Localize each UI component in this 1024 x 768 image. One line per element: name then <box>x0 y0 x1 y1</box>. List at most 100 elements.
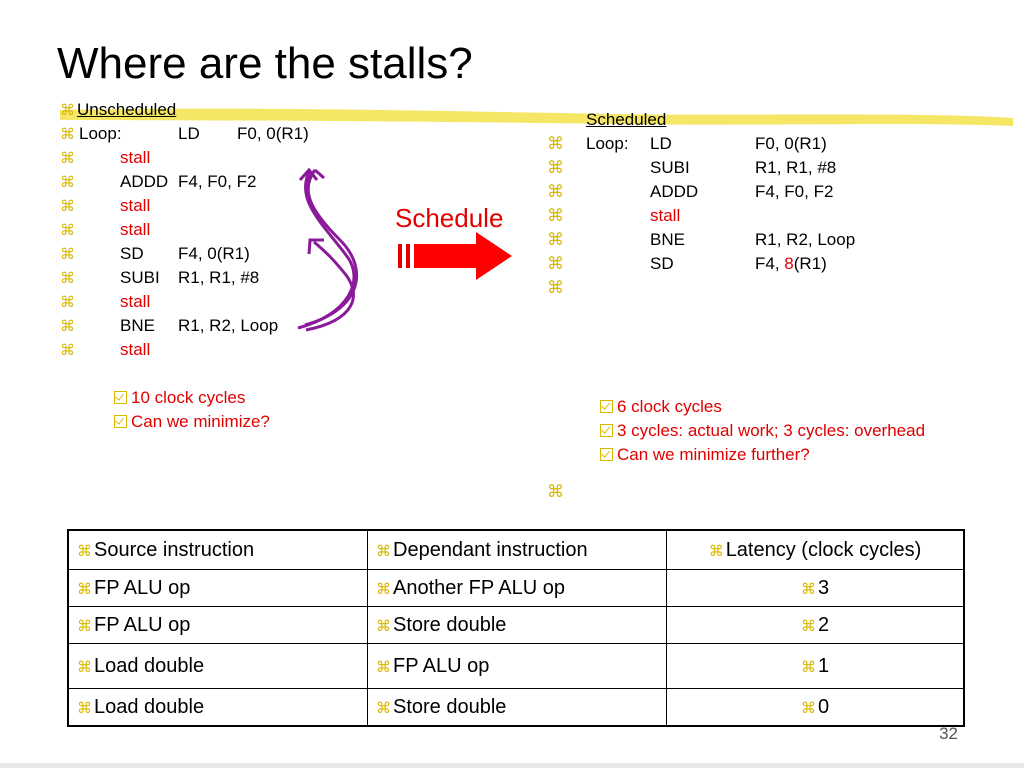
code-line: ⌘ <box>60 122 77 147</box>
code-op: SD <box>650 254 674 273</box>
dependency-arrow-2 <box>285 230 365 340</box>
bullet-icon: ⌘ <box>77 699 92 717</box>
table-row: ⌘Load double⌘Store double⌘0 <box>67 688 965 727</box>
footer-bar <box>0 763 1024 768</box>
note-line: 3 cycles: actual work; 3 cycles: overhea… <box>600 419 925 443</box>
yellow-highlight-stroke <box>60 108 1013 126</box>
cell-text: 1 <box>817 654 830 677</box>
code-line: ⌘ <box>60 194 77 219</box>
note-line: 6 clock cycles <box>600 395 722 419</box>
cell-text: Another FP ALU op <box>393 576 565 599</box>
code-args: R1, R1, #8 <box>178 268 260 287</box>
table-header-row: ⌘Source instruction⌘Dependant instructio… <box>67 529 965 570</box>
table-cell: ⌘FP ALU op <box>367 643 667 689</box>
code-args-text: R1, R1, #8 <box>755 158 837 177</box>
code-line: ⌘ <box>60 314 77 339</box>
bullet-icon: ⌘ <box>77 542 92 560</box>
bullet-icon: ⌘ <box>60 174 75 191</box>
cell-text: Load double <box>94 654 205 677</box>
bullet-icon: ⌘ <box>376 699 391 717</box>
code-op: stall <box>120 340 151 359</box>
table-cell: ⌘Another FP ALU op <box>367 569 667 607</box>
bullet-icon: ⌘ <box>77 617 92 635</box>
code-op: ADDD <box>650 182 699 201</box>
cell-text: 2 <box>817 613 830 636</box>
checkbox-bullet-icon <box>600 424 613 437</box>
code-args-tail: (R1) <box>793 254 827 273</box>
bullet-icon: ⌘ <box>60 270 75 287</box>
note-text: 6 clock cycles <box>617 397 722 416</box>
schedule-label: Schedule <box>395 203 504 233</box>
cell-text: 0 <box>817 695 830 718</box>
code-label: Loop: <box>79 124 122 143</box>
table-cell: ⌘Store double <box>367 688 667 727</box>
table-cell: ⌘FP ALU op <box>67 606 368 644</box>
bullet-icon: ⌘ <box>60 246 75 263</box>
code-line: ⌘ <box>60 266 77 291</box>
table-row: ⌘FP ALU op⌘Store double⌘2 <box>67 606 965 644</box>
bullet-icon: ⌘ <box>60 222 75 239</box>
bullet-icon: ⌘ <box>547 182 564 201</box>
bullet-icon: ⌘ <box>800 699 816 717</box>
code-line: ⌘ <box>60 218 77 243</box>
bullet-icon: ⌘ <box>60 150 75 167</box>
code-op: BNE <box>120 316 155 335</box>
table-cell: ⌘Load double <box>67 688 368 727</box>
table-cell: ⌘Load double <box>67 643 368 689</box>
note-line: Can we minimize further? <box>600 443 810 467</box>
code-op: ADDD <box>120 172 169 191</box>
cell-text: Source instruction <box>94 538 255 561</box>
bullet-icon: ⌘ <box>547 482 564 501</box>
bullet-icon: ⌘ <box>800 617 816 635</box>
code-args: F4, F0, F2 <box>755 180 833 204</box>
cell-text: FP ALU op <box>94 613 191 636</box>
bullet-icon: ⌘ <box>77 658 92 676</box>
code-op: BNE <box>650 230 685 249</box>
code-op: SD <box>120 244 144 263</box>
cell-text: Load double <box>94 695 205 718</box>
table-cell: ⌘Store double <box>367 606 667 644</box>
cell-text: Dependant instruction <box>393 538 588 561</box>
code-op: stall <box>120 292 151 311</box>
code-args-offset: 8 <box>784 254 794 273</box>
bullet-icon: ⌘ <box>376 542 391 560</box>
code-op: stall <box>120 196 151 215</box>
cell-text: 3 <box>817 576 830 599</box>
cell-text: Store double <box>393 613 507 636</box>
code-op: SUBI <box>650 158 690 177</box>
code-args-text: F4, F0, F2 <box>755 182 834 201</box>
table-cell: ⌘3 <box>666 569 965 607</box>
note-text: Can we minimize further? <box>617 445 810 464</box>
bullet-icon: ⌘ <box>60 342 75 359</box>
code-args: F0, 0(R1) <box>237 124 309 143</box>
bullet-icon: ⌘ <box>60 294 75 311</box>
code-op: LD <box>650 134 672 153</box>
note-text: 3 cycles: actual work; 3 cycles: overhea… <box>617 421 926 440</box>
unscheduled-title: Unscheduled <box>77 100 177 119</box>
note-text: Can we minimize? <box>131 412 270 431</box>
cell-text: FP ALU op <box>393 654 490 677</box>
bullet-icon: ⌘ <box>60 318 75 335</box>
table-cell: ⌘Latency (clock cycles) <box>666 529 965 570</box>
code-op: SUBI <box>120 268 160 287</box>
bullet-icon: ⌘ <box>547 206 564 225</box>
code-args: R1, R1, #8 <box>755 156 836 180</box>
cell-text: FP ALU op <box>94 576 191 599</box>
code-args: R1, R2, Loop <box>755 228 855 252</box>
code-line: ⌘ <box>60 290 77 315</box>
latency-table: ⌘Source instruction⌘Dependant instructio… <box>67 529 965 727</box>
code-args: F4, 8(R1) <box>755 252 827 276</box>
bullet-icon: ⌘ <box>60 102 75 119</box>
code-op: stall <box>650 206 681 225</box>
unscheduled-header: ⌘Unscheduled <box>60 98 176 123</box>
table-cell: ⌘2 <box>666 606 965 644</box>
bullet-icon: ⌘ <box>547 158 564 177</box>
code-args-text: F4, <box>755 254 785 273</box>
table-cell: ⌘FP ALU op <box>67 569 368 607</box>
bullet-icon: ⌘ <box>60 126 75 143</box>
note-text: 10 clock cycles <box>131 388 246 407</box>
code-op: stall <box>120 220 151 239</box>
page-number: 32 <box>939 724 958 743</box>
checkbox-bullet-icon <box>600 448 613 461</box>
table-row: ⌘Load double⌘FP ALU op ⌘ 1 <box>67 643 965 689</box>
